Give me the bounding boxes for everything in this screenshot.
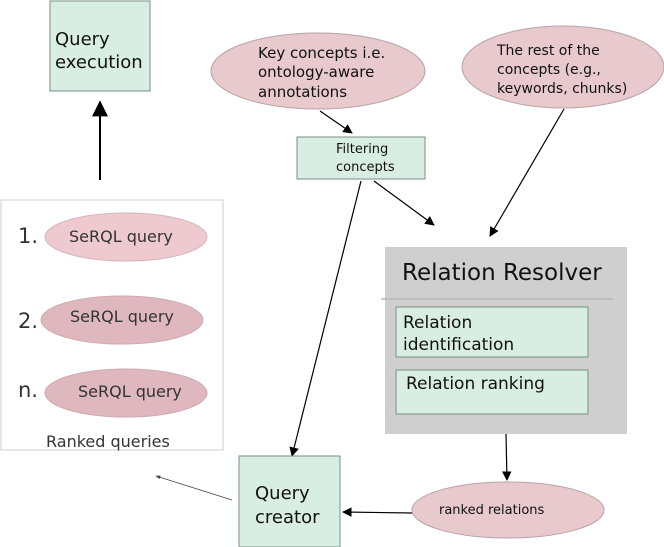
arrow-key-to-filtering xyxy=(319,110,353,134)
query-creator-label-1: Query xyxy=(255,483,310,504)
ranked-queries-panel: 1. SeRQL query 2. SeRQL query n. SeRQL q… xyxy=(0,199,224,451)
arrow-ranked-relations-to-creator xyxy=(342,507,413,517)
relation-identification-node: Relation identification xyxy=(395,306,589,358)
filtering-concepts-node: Filtering concepts xyxy=(296,136,426,180)
ranked-queries-caption: Ranked queries xyxy=(46,432,170,451)
ranked-query-label-n: SeRQL query xyxy=(78,382,182,401)
key-concepts-label-1: Key concepts i.e. xyxy=(258,44,385,62)
query-execution-node: Query execution xyxy=(49,0,151,92)
relation-ranking-node: Relation ranking xyxy=(395,369,589,415)
ranked-query-label-1: SeRQL query xyxy=(69,227,173,246)
ranked-query-item-1: 1. SeRQL query xyxy=(18,212,208,262)
rest-concepts-node: The rest of the concepts (e.g., keywords… xyxy=(461,25,664,109)
arrow-creator-to-ranked-queries xyxy=(155,475,233,501)
ranked-relations-node: ranked relations xyxy=(411,481,605,539)
rest-concepts-label-1: The rest of the xyxy=(496,43,600,59)
relation-identification-label-1: Relation xyxy=(403,313,472,333)
key-concepts-label-3: annotations xyxy=(258,83,347,101)
relation-ranking-label: Relation ranking xyxy=(406,374,545,394)
rest-concepts-label-3: keywords, chunks) xyxy=(497,81,627,97)
relation-resolver-node: Relation Resolver Relation identificatio… xyxy=(381,247,627,434)
ranked-query-number-n: n. xyxy=(18,378,38,402)
relation-identification-label-2: identification xyxy=(403,335,514,355)
key-concepts-label-2: ontology-aware xyxy=(258,63,374,81)
ranked-relations-label: ranked relations xyxy=(439,503,545,518)
query-creator-label-2: creator xyxy=(255,507,320,528)
ranked-query-item-n: n. SeRQL query xyxy=(18,368,208,418)
query-execution-label-1: Query xyxy=(55,29,110,50)
query-creator-node: Query creator xyxy=(238,455,341,547)
rest-concepts-label-2: concepts (e.g., xyxy=(497,62,601,78)
relation-resolver-title: Relation Resolver xyxy=(402,260,602,286)
arrow-resolver-to-ranked-relations xyxy=(502,433,512,481)
ranked-query-item-2: 2. SeRQL query xyxy=(18,295,204,345)
arrow-filtering-to-resolver xyxy=(373,180,435,226)
ranked-query-number-1: 1. xyxy=(18,224,38,248)
filtering-concepts-label-2: concepts xyxy=(336,160,395,175)
arrow-filtering-to-creator xyxy=(289,180,362,457)
ranked-query-number-2: 2. xyxy=(18,309,38,333)
ranked-query-label-2: SeRQL query xyxy=(70,307,174,326)
key-concepts-node: Key concepts i.e. ontology-aware annotat… xyxy=(210,32,426,110)
filtering-concepts-label-1: Filtering xyxy=(336,142,388,157)
arrow-rest-to-resolver xyxy=(489,108,565,237)
query-execution-label-2: execution xyxy=(55,52,143,73)
